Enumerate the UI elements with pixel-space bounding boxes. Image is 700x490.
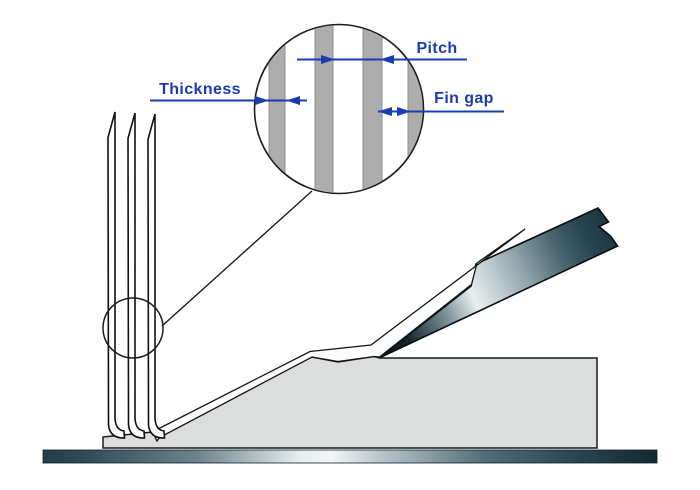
fin-3 bbox=[147, 113, 166, 439]
base-plate bbox=[42, 449, 658, 464]
thickness-dimension: Thickness bbox=[150, 81, 307, 105]
fin-gap-arrow-right-icon bbox=[397, 107, 411, 116]
fin-bar-1 bbox=[268, 25, 286, 193]
base-block bbox=[102, 355, 598, 449]
heatsink-fins bbox=[107, 111, 166, 439]
fin-gap-arrow-left-icon bbox=[378, 107, 392, 116]
thickness-label: Thickness bbox=[159, 81, 241, 98]
fin-2 bbox=[127, 112, 146, 439]
pitch-dimension: Pitch bbox=[297, 40, 467, 64]
pitch-label: Pitch bbox=[416, 40, 457, 57]
cutting-blade bbox=[378, 207, 619, 359]
magnifier-connector-line bbox=[161, 190, 313, 327]
fin-gap-label: Fin gap bbox=[434, 90, 494, 107]
fin-1 bbox=[107, 111, 126, 439]
fin-gap-dimension: Fin gap bbox=[378, 90, 504, 116]
detail-circle bbox=[102, 297, 164, 359]
pitch-arrow-left-icon bbox=[380, 55, 394, 64]
pitch-arrow-right-icon bbox=[321, 55, 335, 64]
thickness-arrow-left-icon bbox=[286, 96, 300, 105]
fin-bar-2 bbox=[314, 25, 334, 193]
fin-bar-3 bbox=[362, 25, 383, 193]
thickness-arrow-right-icon bbox=[255, 96, 269, 105]
